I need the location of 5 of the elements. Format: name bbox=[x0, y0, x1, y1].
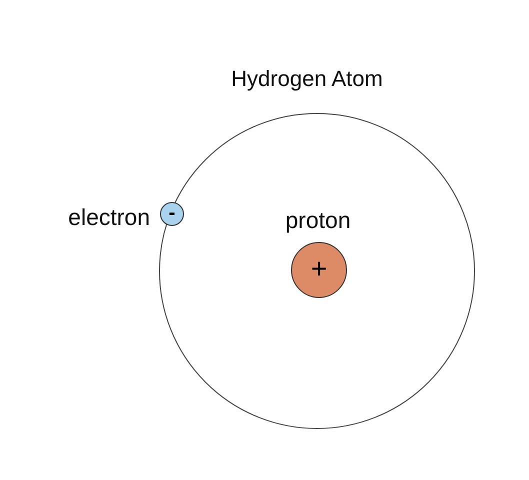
particle-label: electron bbox=[67, 203, 150, 232]
title: Hydrogen Atom bbox=[230, 65, 384, 93]
particle-label: proton bbox=[284, 206, 352, 235]
charge-sign: - bbox=[168, 203, 176, 223]
charge-sign: + bbox=[310, 255, 328, 283]
